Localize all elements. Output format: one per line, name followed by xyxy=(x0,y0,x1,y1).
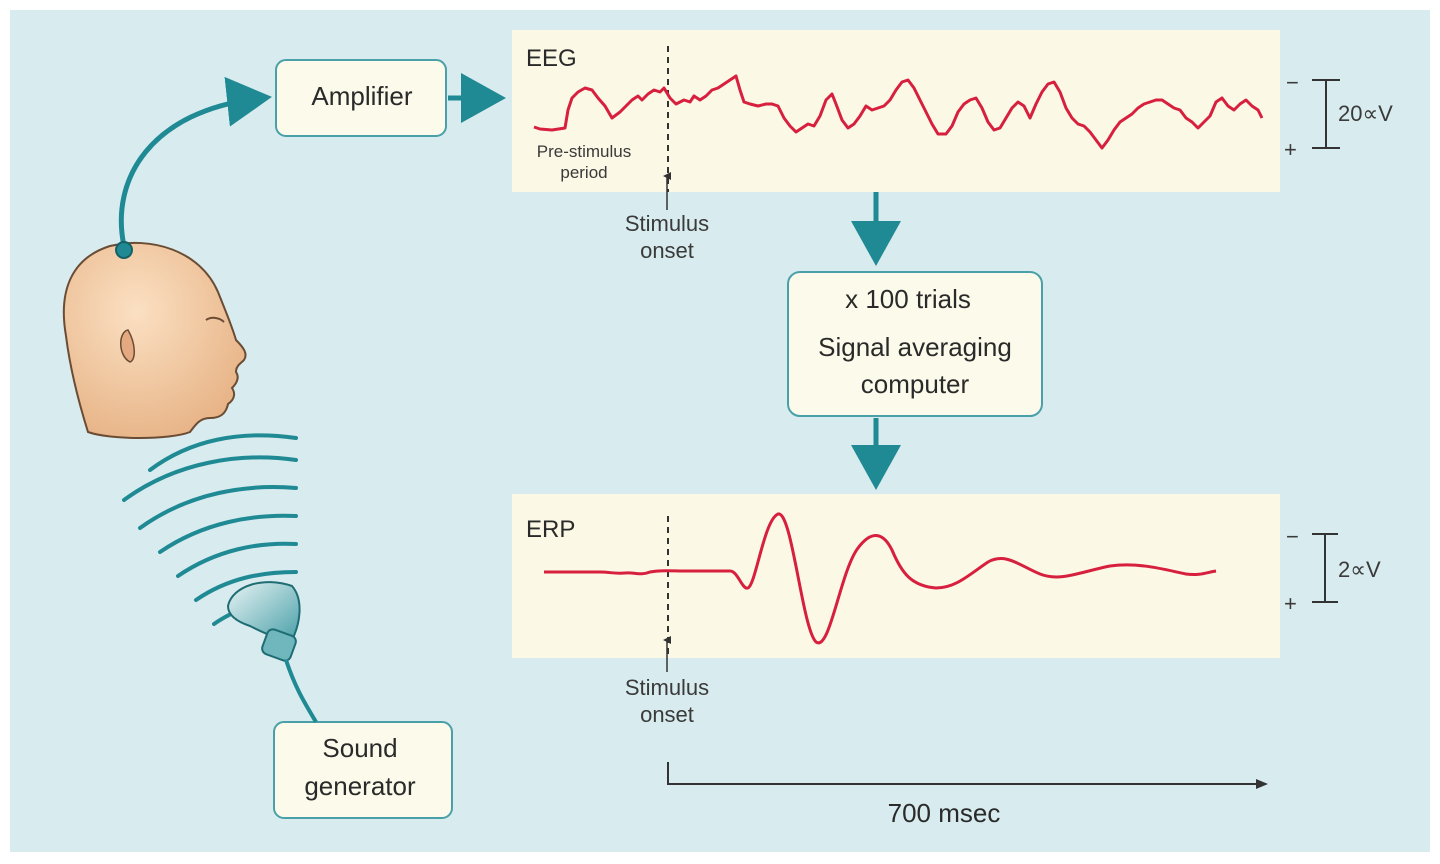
erp-scale-bar: − + 2∝V xyxy=(1284,524,1381,616)
erp-stimulus-label-line2: onset xyxy=(640,702,694,727)
electrode-icon xyxy=(115,241,133,259)
pre-stimulus-label-line2: period xyxy=(560,163,607,182)
eeg-scale-label: 20∝V xyxy=(1338,101,1393,126)
eeg-trace xyxy=(533,74,1264,150)
amplifier-label: Amplifier xyxy=(311,81,412,111)
eeg-stimulus-label-line2: onset xyxy=(640,238,694,263)
pre-stimulus-label-line1: Pre-stimulus xyxy=(537,142,631,161)
erp-panel: ERP xyxy=(512,494,1280,658)
averaging-label-line2: Signal averaging xyxy=(818,332,1012,362)
averaging-label-line3: computer xyxy=(861,369,970,399)
electrode-to-amplifier-arrow xyxy=(118,76,272,247)
erp-scale-label: 2∝V xyxy=(1338,557,1381,582)
time-axis-label: 700 msec xyxy=(888,798,1001,828)
head-illustration xyxy=(62,241,247,439)
sound-generator-label-line1: Sound xyxy=(322,733,397,763)
eeg-panel: EEG Pre-stimulus period xyxy=(512,30,1280,192)
eeg-scale-bar: − + 20∝V xyxy=(1284,70,1393,162)
eeg-panel-background xyxy=(512,30,1280,192)
erp-stimulus-label-line1: Stimulus xyxy=(625,675,709,700)
signal-averaging-box: x 100 trials Signal averaging computer xyxy=(787,271,1043,417)
sound-generator-box: Sound generator xyxy=(273,721,453,819)
amplifier-box: Amplifier xyxy=(275,59,447,137)
sound-generator-label-line2: generator xyxy=(304,771,416,801)
time-axis: 700 msec xyxy=(667,762,1268,828)
erp-scale-minus: − xyxy=(1286,524,1299,549)
eeg-scale-minus: − xyxy=(1286,70,1299,95)
erp-title: ERP xyxy=(526,516,575,543)
erp-scale-plus: + xyxy=(1284,591,1297,616)
eeg-scale-plus: + xyxy=(1284,137,1297,162)
eeg-title: EEG xyxy=(526,45,577,72)
eeg-stimulus-label-line1: Stimulus xyxy=(625,211,709,236)
erp-panel-background xyxy=(512,494,1280,658)
erp-trace xyxy=(544,512,1217,645)
averaging-label-line1: x 100 trials xyxy=(845,284,971,314)
speaker-icon xyxy=(226,581,318,724)
